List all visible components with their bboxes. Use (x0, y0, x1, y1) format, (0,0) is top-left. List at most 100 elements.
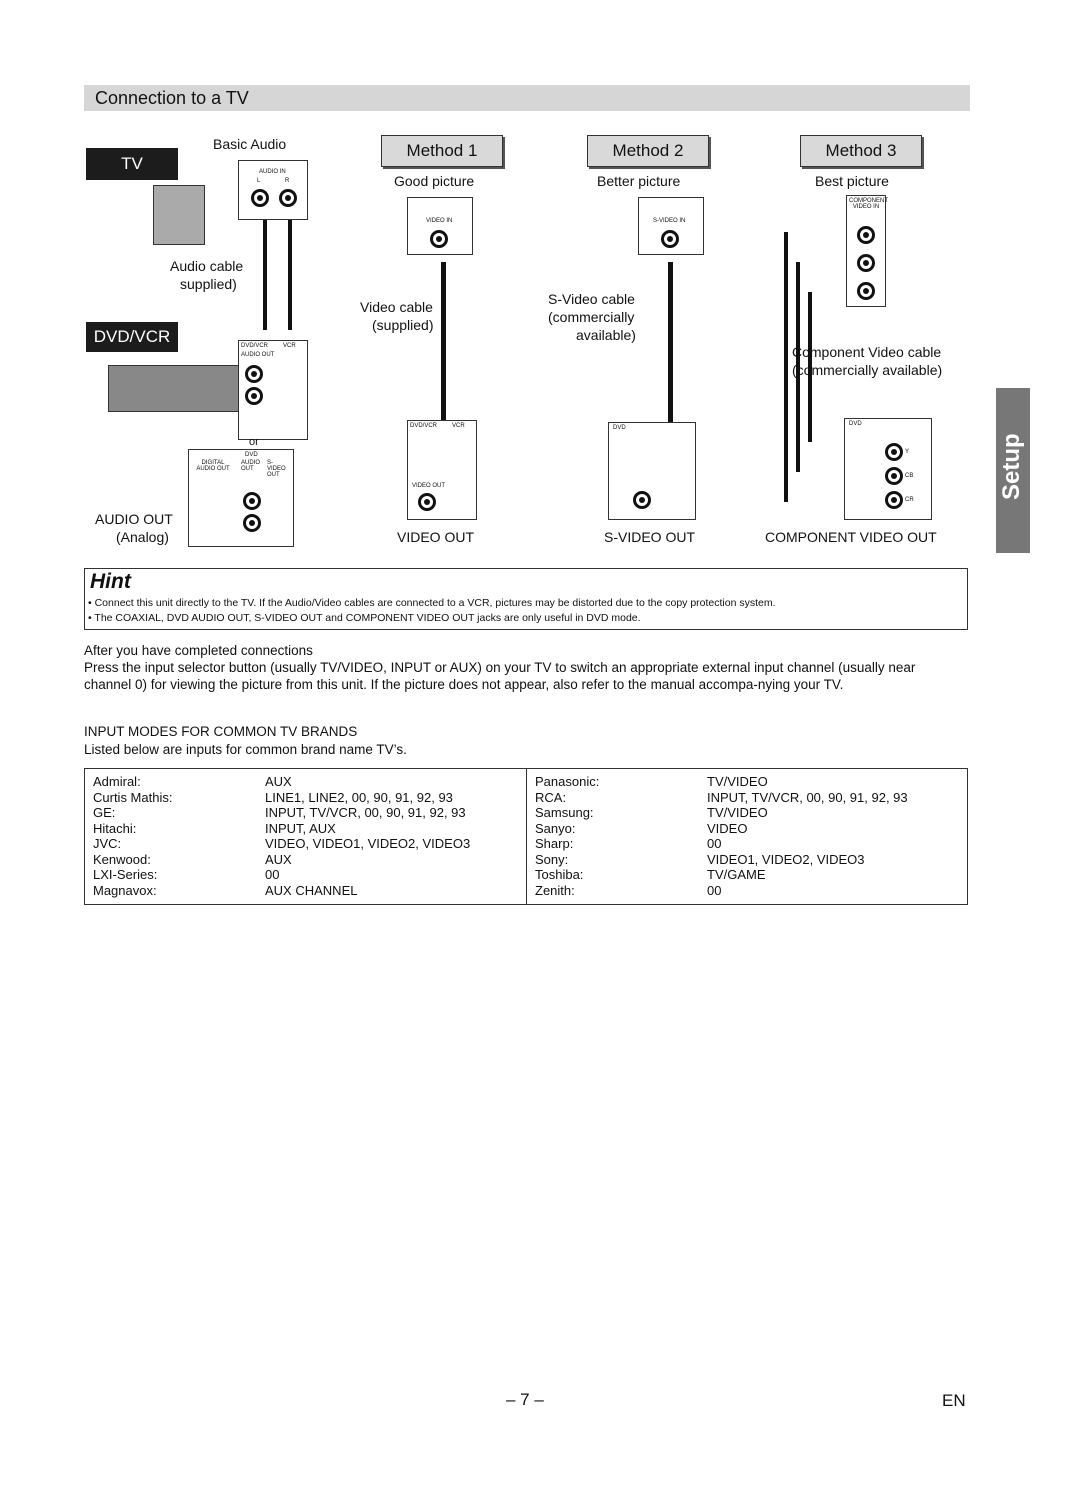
brand-input-cell: 00 (707, 882, 722, 898)
method-1-label: Method 1 (381, 135, 503, 167)
audio-in-r-jack (279, 189, 297, 207)
dvd-panel-label: DVD (245, 452, 258, 458)
brand-name-cell: RCA: (535, 789, 567, 805)
input-modes-intro: Listed below are inputs for common brand… (84, 742, 407, 757)
setup-side-tab (996, 388, 1030, 553)
method-2-cable-label2: (commercially (548, 309, 635, 325)
method-1-out-panel: DVD/VCR VCR VIDEO OUT (407, 420, 477, 520)
analog-label: (Analog) (116, 529, 169, 545)
brand-name-cell: Sanyo: (535, 820, 576, 836)
audio-cable-l (263, 220, 267, 330)
dvd-vcr-audio-panel: DVD/VCR VCR AUDIO OUT (238, 340, 308, 440)
after-heading: After you have completed connections (84, 643, 313, 658)
method-2-svideo-in-jack (661, 230, 679, 248)
audio-cable-label: Audio cable (170, 258, 244, 274)
method-2-label: Method 2 (587, 135, 709, 167)
brand-name-cell: Kenwood: (93, 851, 151, 867)
audio-in-label: AUDIO IN (259, 169, 286, 175)
dvd-audio-l-jack (243, 492, 261, 510)
method-3-out-panel: DVD Y CB CR (844, 418, 932, 520)
brand-input-cell: TV/VIDEO (707, 805, 768, 820)
method-1-panel-top: DVD/VCR (410, 423, 438, 429)
table-row: Hitachi: INPUT, AUX Sanyo: VIDEO (85, 820, 968, 836)
or-label: or (249, 436, 259, 448)
brand-input-cell: AUX (259, 768, 527, 790)
brand-name-cell: JVC: (93, 836, 122, 851)
hint-title: Hint (90, 570, 131, 593)
svideo-out-col-label: S-VIDEO OUT (267, 460, 286, 478)
section-header-bar (84, 85, 970, 111)
dvd-audio-panel: DVD DIGITAL AUDIO OUT AUDIO OUT S-VIDEO … (188, 449, 294, 547)
brand-input-cell: LINE1, LINE2, 00, 90, 91, 92, 93 (259, 789, 527, 805)
brand-input-cell: INPUT, TV/VCR, 00, 90, 91, 92, 93 (259, 805, 527, 821)
table-row: Curtis Mathis: LINE1, LINE2, 00, 90, 91, … (85, 789, 968, 805)
method-2-quality: Better picture (597, 173, 681, 189)
audio-out-label: AUDIO OUT (95, 511, 173, 527)
method-3-cable-cb (796, 262, 800, 472)
method-3-out-label: COMPONENT VIDEO OUT (765, 529, 937, 545)
method-1-cable-label2: (supplied) (372, 317, 434, 333)
method-3-y-in-jack (857, 226, 875, 244)
panel-audio-out: AUDIO OUT (241, 352, 275, 358)
brand-name-cell: Curtis Mathis: (93, 789, 173, 805)
brand-name-cell: Hitachi: (93, 820, 137, 836)
method-1-cable (441, 262, 446, 512)
brand-name-cell: Zenith: (535, 882, 575, 898)
method-3-component-in-label: COMPONENT VIDEO IN (849, 198, 888, 210)
method-2-cable-label3: available) (576, 327, 636, 343)
tv-illustration (153, 185, 205, 245)
setup-tab-label: Setup (998, 433, 1025, 500)
hint-line-2: • The COAXIAL, DVD AUDIO OUT, S-VIDEO OU… (88, 612, 641, 624)
method-2-svideo-out-jack (633, 491, 651, 509)
method-1-video-out-jack (418, 493, 436, 511)
brand-input-cell: INPUT, AUX (259, 820, 527, 836)
section-title: Connection to a TV (95, 88, 249, 108)
brand-name-cell: Samsung: (535, 805, 594, 820)
brand-input-cell: 00 (707, 836, 722, 851)
method-3-y-out-jack (885, 443, 903, 461)
brand-input-cell: TV/GAME (707, 867, 766, 882)
dvd-vcr-illustration (108, 365, 245, 412)
method-2-svideo-in-panel: S-VIDEO IN (638, 197, 704, 255)
panel-audio-l-jack (245, 365, 263, 383)
brand-input-cell: VIDEO1, VIDEO2, VIDEO3 (707, 851, 865, 867)
dvd-audio-r-jack (243, 514, 261, 532)
audio-in-l-jack (251, 189, 269, 207)
component-cb: CB (905, 473, 914, 479)
method-3-cr-in-jack (857, 282, 875, 300)
audio-cable-supplied: supplied) (180, 276, 237, 292)
brand-name-cell: Panasonic: (535, 774, 600, 789)
method-1-video-in-jack (430, 230, 448, 248)
digital-audio-out-label: DIGITAL AUDIO OUT (196, 460, 230, 472)
method-1-video-in-label: VIDEO IN (426, 218, 453, 224)
method-1-cable-label: Video cable (360, 299, 433, 315)
page-number: – 7 – (506, 1390, 544, 1409)
method-3-component-in-panel: COMPONENT VIDEO IN (846, 195, 888, 307)
language-label: EN (942, 1391, 966, 1410)
brand-name-cell: GE: (93, 805, 116, 820)
method-3-panel-top: DVD (849, 421, 862, 427)
method-2-cable-label: S-Video cable (548, 291, 635, 307)
brand-name-cell: Toshiba: (535, 867, 584, 882)
basic-audio-label: Basic Audio (213, 136, 287, 152)
panel-dvdvcr: DVD/VCR (241, 343, 269, 349)
brand-input-cell: AUX (259, 851, 527, 867)
audio-in-r: R (285, 178, 290, 184)
brand-name-cell: Sony: (535, 851, 569, 867)
brand-input-cell: VIDEO (707, 820, 748, 836)
brand-input-cell: 00 (259, 867, 527, 883)
method-2-panel-top: DVD (613, 425, 626, 431)
after-body: Press the input selector button (usually… (84, 660, 916, 692)
brand-input-cell: INPUT, TV/VCR, 00, 90, 91, 92, 93 (707, 789, 908, 805)
dvd-vcr-label: DVD/VCR (86, 322, 178, 352)
method-2-cable (668, 262, 673, 512)
tv-label: TV (86, 148, 178, 180)
audio-in-l: L (257, 178, 261, 184)
brand-name-cell: Magnavox: (93, 882, 157, 898)
brand-input-cell: TV/VIDEO (707, 774, 768, 789)
